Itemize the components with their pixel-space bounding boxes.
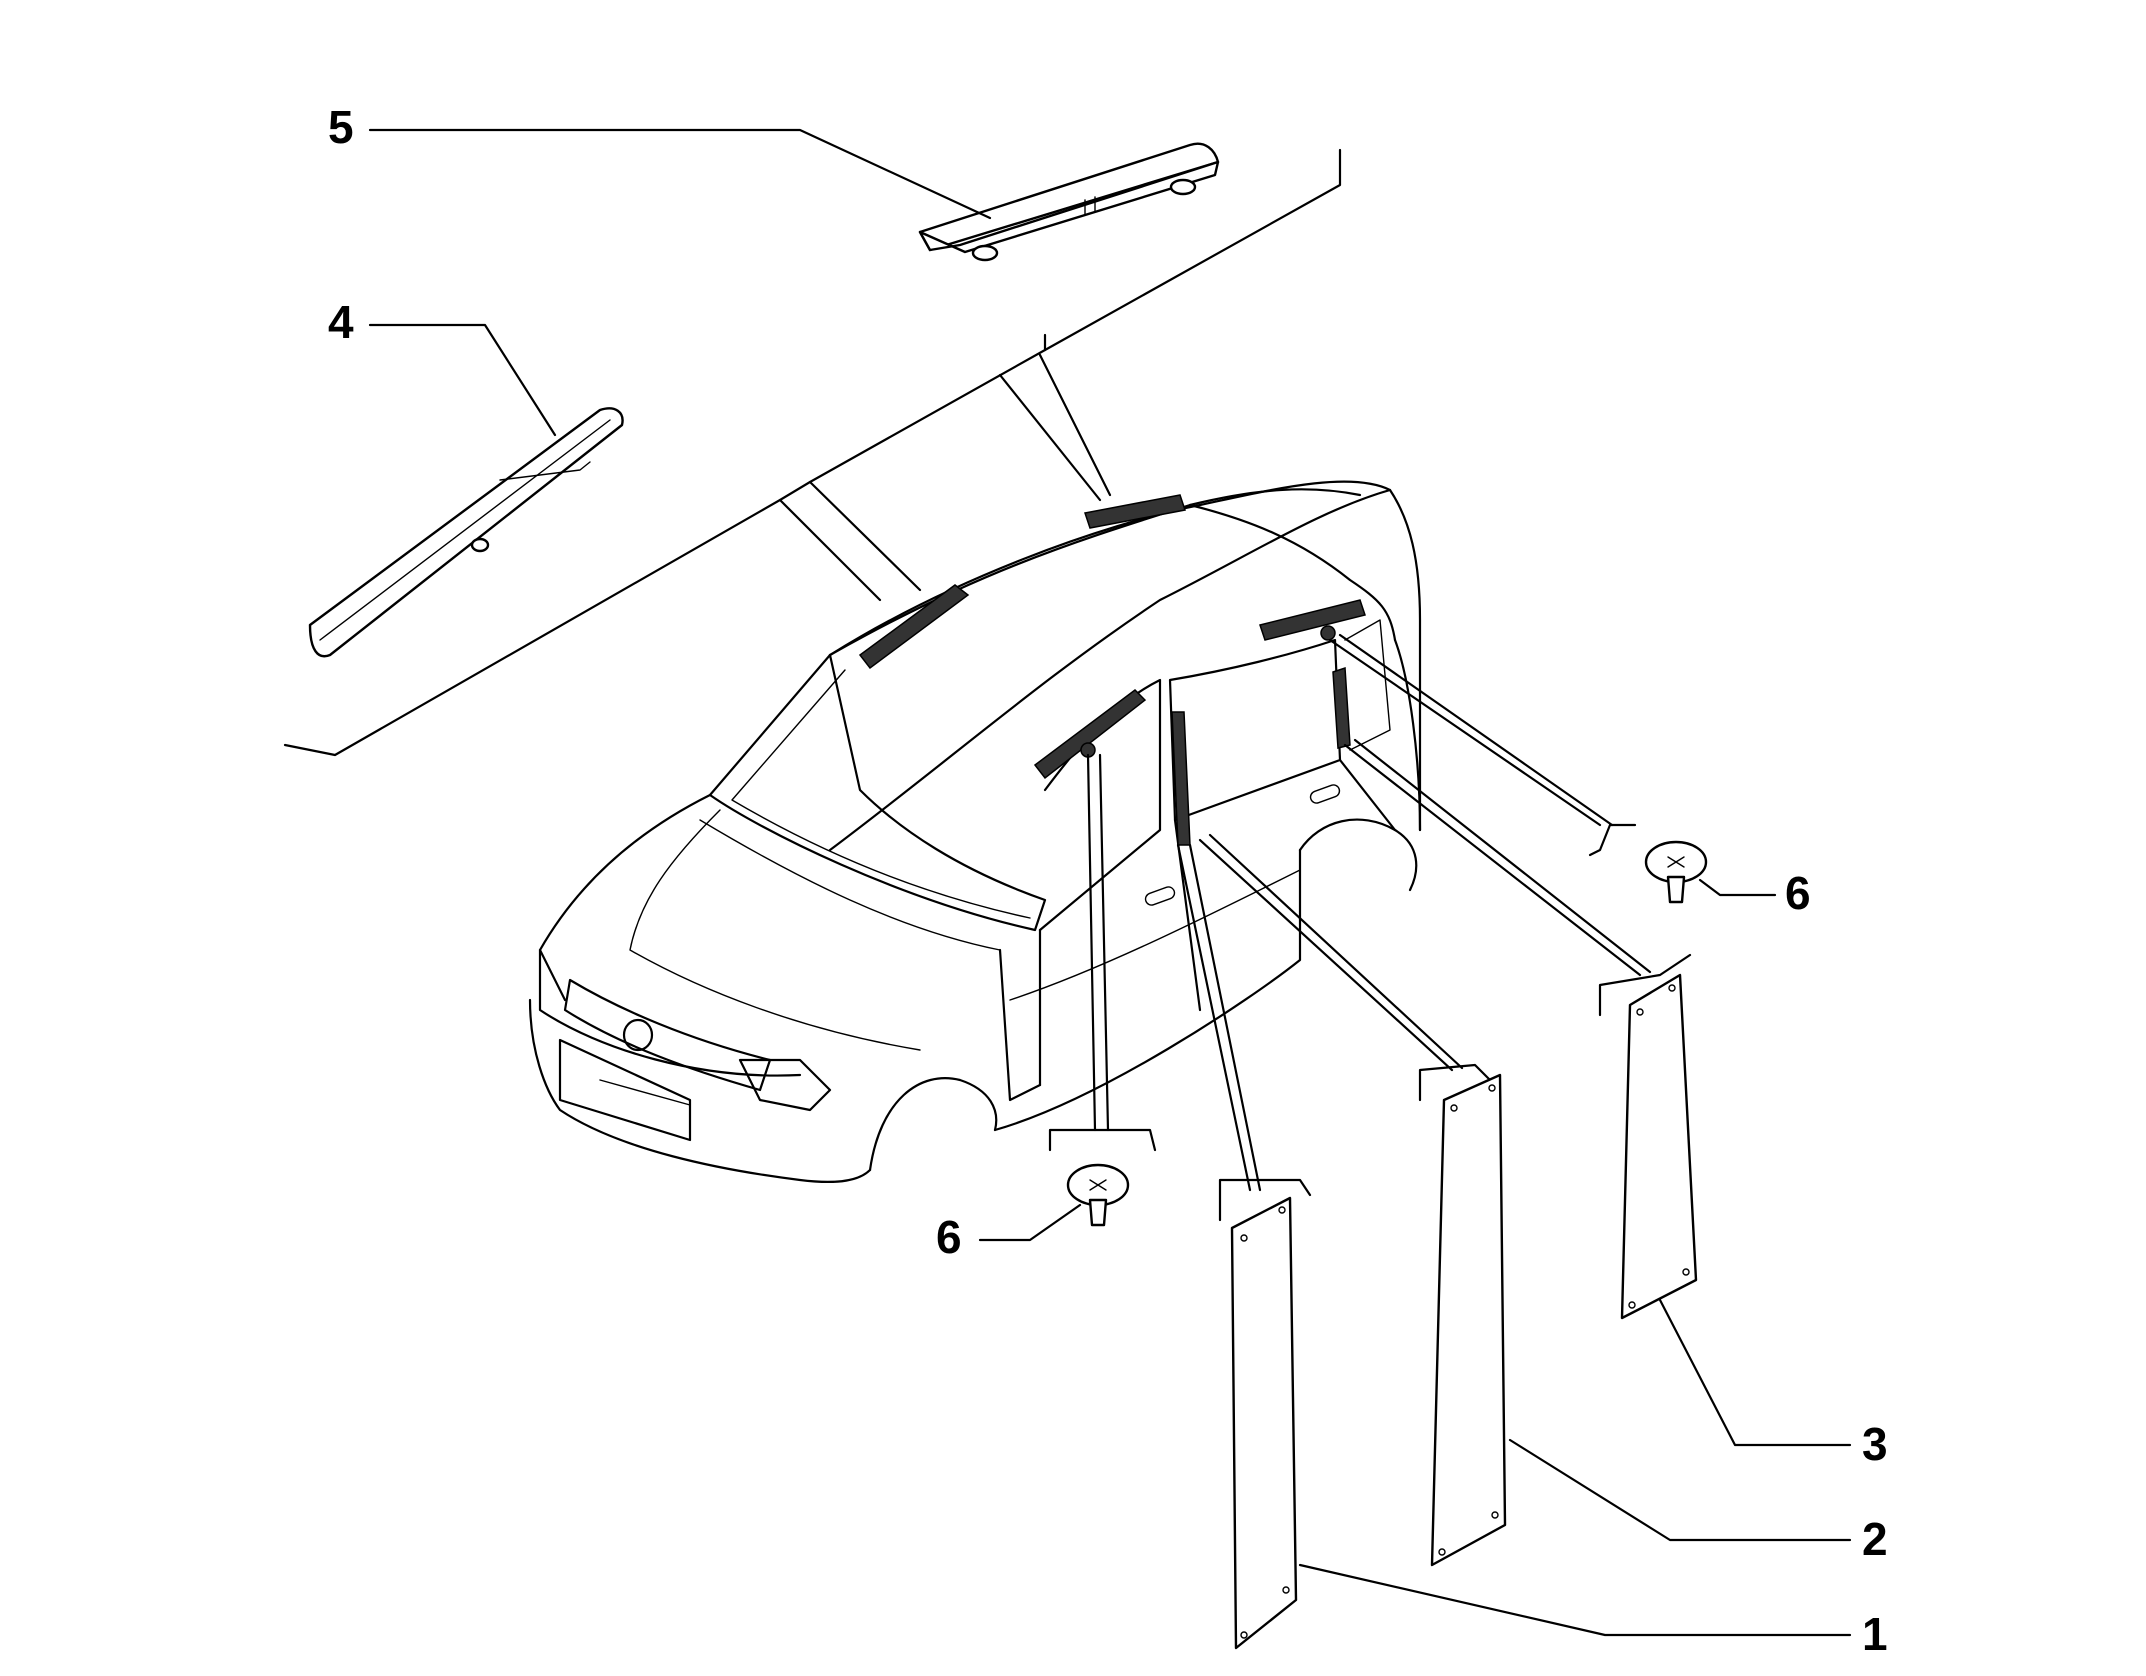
car-body — [528, 480, 1422, 1184]
callout-labels: 5 4 6 6 3 2 1 — [328, 101, 1888, 1660]
part-3-pillar-panel — [1620, 973, 1698, 1320]
callout-6-lower: 6 — [936, 1211, 962, 1263]
callout-6-upper: 6 — [1785, 867, 1811, 919]
callout-5: 5 — [328, 101, 354, 153]
callout-2: 2 — [1862, 1513, 1888, 1565]
callout-4: 4 — [328, 296, 354, 348]
installed-roof-trim-rear-right — [1259, 599, 1366, 641]
installed-pillar-trim-c — [1332, 666, 1351, 749]
part-4-roof-trim-front — [308, 407, 624, 658]
installed-roof-trim-front-right — [1033, 689, 1147, 780]
part-2-pillar-panel — [1430, 1073, 1507, 1567]
installed-trims — [858, 494, 1366, 846]
callout-3: 3 — [1862, 1418, 1888, 1470]
leader-lines — [283, 148, 1692, 1222]
part-6-clip-lower — [1066, 1163, 1130, 1227]
installed-roof-trim-rear-left — [1084, 494, 1186, 529]
part-5-roof-trim-rear — [918, 142, 1220, 262]
part-1-pillar-panel — [1230, 1196, 1298, 1650]
installed-roof-trim-front-left — [858, 584, 970, 670]
part-6-clip-upper — [1644, 840, 1708, 904]
callout-leaders — [368, 128, 1852, 1637]
callout-1: 1 — [1862, 1608, 1888, 1660]
